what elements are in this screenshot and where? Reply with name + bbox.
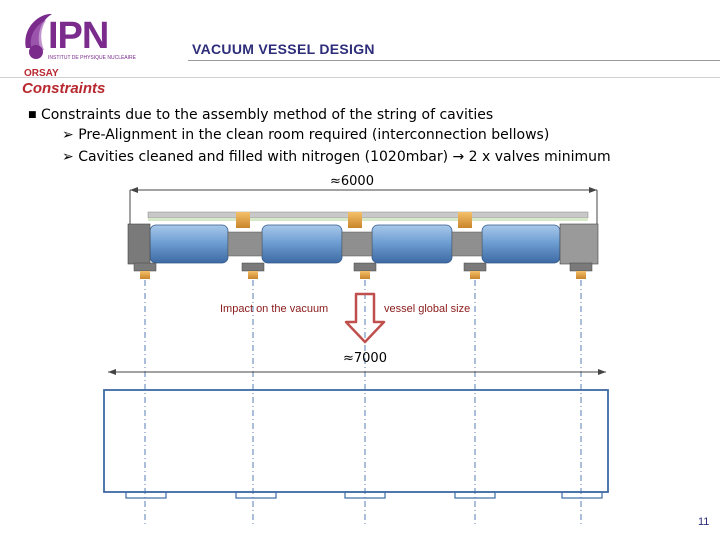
valve-left: [127, 223, 151, 265]
bullet-sub-2: ➢ Cavities cleaned and filled with nitro…: [62, 149, 611, 165]
impact-label-right: vessel global size: [384, 303, 471, 315]
logo-location: ORSAY: [24, 68, 59, 79]
cavity-1: [149, 224, 229, 264]
bullet-sub-1: ➢ Pre-Alignment in the clean room requir…: [62, 127, 549, 143]
top-dimension-label: ≈6000: [330, 174, 374, 189]
ipn-logo: [25, 13, 52, 59]
support-rail: [147, 211, 589, 221]
arrow-bullet-icon: ➢: [62, 149, 74, 165]
impact-label-left: Impact on the vacuum: [220, 303, 329, 315]
cavity-2: [261, 224, 343, 264]
logo-subtitle: INSTITUT DE PHYSIQUE NUCLÉAIRE: [48, 55, 136, 61]
bullet-sub-text: Pre-Alignment in the clean room required…: [78, 127, 550, 143]
logo-text: IPN: [48, 15, 109, 57]
bullet-main: ■ Constraints due to the assembly method…: [28, 107, 493, 123]
bullet-main-text: Constraints due to the assembly method o…: [40, 107, 494, 123]
cavity-4: [481, 224, 561, 264]
bottom-dimension-label: ≈7000: [343, 351, 387, 366]
cavity-string: [127, 212, 599, 279]
valve-right: [559, 223, 599, 265]
cavity-3: [371, 224, 453, 264]
top-dimension-line: [129, 187, 598, 225]
vacuum-vessel-outline: [103, 389, 609, 499]
header-divider: [0, 77, 720, 78]
support-axes: [144, 280, 582, 525]
page-title: VACUUM VESSEL DESIGN: [192, 41, 375, 57]
slide-number: 11: [698, 516, 710, 528]
arrow-bullet-icon: ➢: [62, 127, 74, 143]
bottom-dimension-line: [108, 369, 606, 375]
bullet-sub-text: Cavities cleaned and filled with nitroge…: [78, 149, 611, 165]
square-bullet-icon: ■: [28, 110, 37, 120]
section-title: Constraints: [22, 80, 106, 97]
title-divider: [188, 60, 720, 61]
impact-arrow: [344, 292, 386, 344]
